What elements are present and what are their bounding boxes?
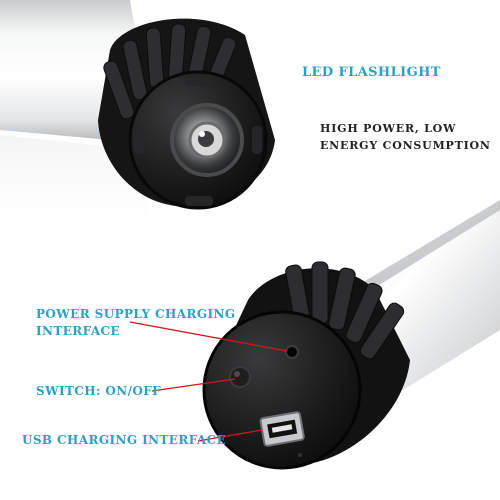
- product-title: LED FLASHLIGHT: [302, 65, 441, 80]
- callout-power-supply-line-2: INTERFACE: [36, 324, 121, 338]
- callout-power-supply-line-1: POWER SUPPLY CHARGING: [36, 307, 236, 321]
- power-switch: [229, 366, 251, 388]
- feature-text: HIGH POWER, LOW ENERGY CONSUMPTION: [320, 120, 491, 154]
- upper-flashlight-head: [98, 18, 275, 210]
- pointer-switch: [151, 378, 236, 392]
- callout-switch: SWITCH: ON/OFF: [36, 384, 162, 398]
- callout-power-supply: POWER SUPPLY CHARGING INTERFACE: [36, 306, 236, 340]
- pointer-usb: [197, 429, 263, 442]
- feature-line-1: HIGH POWER, LOW: [320, 122, 457, 135]
- usb-port: [259, 411, 305, 447]
- pointer-power-supply: [129, 321, 288, 352]
- feature-line-2: ENERGY CONSUMPTION: [320, 139, 491, 152]
- lower-flashlight-head: [202, 261, 410, 470]
- callout-usb: USB CHARGING INTERFACE: [22, 433, 227, 447]
- power-jack: [285, 345, 299, 359]
